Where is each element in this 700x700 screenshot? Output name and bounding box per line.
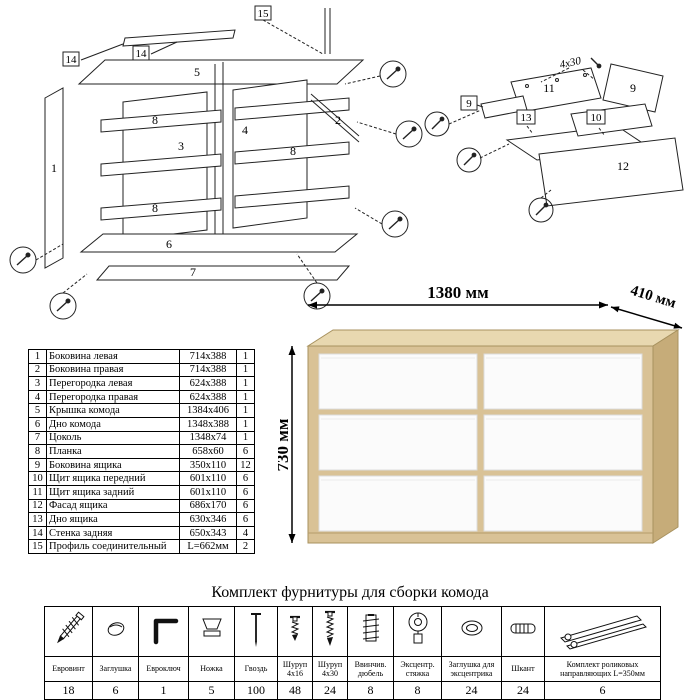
- hardware-kit-title: Комплект фурнитуры для сборки комода: [211, 584, 489, 601]
- label-part-3: 3: [178, 139, 184, 153]
- callout-14-left: 14: [66, 54, 78, 66]
- label-screw-4x30: 4x30: [559, 55, 583, 71]
- screw-4x16-icon: [290, 615, 300, 641]
- dresser-render: 1380 мм 410 мм 730 мм: [278, 283, 683, 544]
- hardware-icons-row: [44, 606, 661, 657]
- screw-4x30-icon: [325, 610, 335, 646]
- euroscrew-icon: [56, 611, 85, 644]
- label-part-1: 1: [51, 161, 57, 175]
- depth-dimension-label: 410 мм: [629, 283, 678, 312]
- label-part-4: 4: [242, 123, 248, 137]
- label-part-8a: 8: [152, 113, 158, 127]
- label-part-9-right: 9: [630, 81, 636, 95]
- exploded-assembly-diagram: 15 14 14 5 3 4 2 8 8 8 1 6 7: [9, 5, 423, 320]
- hardware-qty-row: 18 6 1 5 100 48 24 8 8 24 24 6: [44, 681, 661, 700]
- hardware-kit-table: Евровинт Заглушка Евроключ Ножка Гвоздь …: [44, 606, 661, 700]
- callout-9-left: 9: [466, 98, 472, 110]
- height-dimension-label: 730 мм: [278, 418, 292, 471]
- label-part-2: 2: [335, 113, 341, 127]
- nail-icon: [251, 613, 261, 647]
- label-part-8b: 8: [290, 144, 296, 158]
- callout-14-right: 14: [136, 48, 148, 60]
- hexkey-icon: [153, 618, 178, 645]
- dresser-body: [306, 329, 680, 544]
- label-part-11: 11: [543, 81, 555, 95]
- callout-13: 13: [521, 112, 533, 124]
- width-dimension-label: 1380 мм: [427, 283, 489, 302]
- label-part-6: 6: [166, 237, 172, 251]
- plug-icon: [107, 622, 124, 636]
- drawer-assembly-diagram: 11 9 9 13 10 12 4x30: [424, 55, 684, 223]
- label-part-12: 12: [617, 159, 629, 173]
- label-part-8c: 8: [152, 201, 158, 215]
- label-part-5: 5: [194, 65, 200, 79]
- dowel-icon: [362, 614, 379, 642]
- leg-icon: [201, 618, 222, 637]
- drawer-fronts: [318, 353, 643, 532]
- callout-15: 15: [258, 8, 270, 20]
- cam-lock-icon: [408, 612, 427, 644]
- pin-icon: [510, 623, 536, 634]
- callout-10: 10: [591, 112, 603, 124]
- rails-icon: [559, 615, 647, 650]
- hardware-names-row: Евровинт Заглушка Евроключ Ножка Гвоздь …: [44, 656, 661, 682]
- label-part-7: 7: [190, 265, 196, 279]
- cam-plug-icon: [461, 620, 482, 636]
